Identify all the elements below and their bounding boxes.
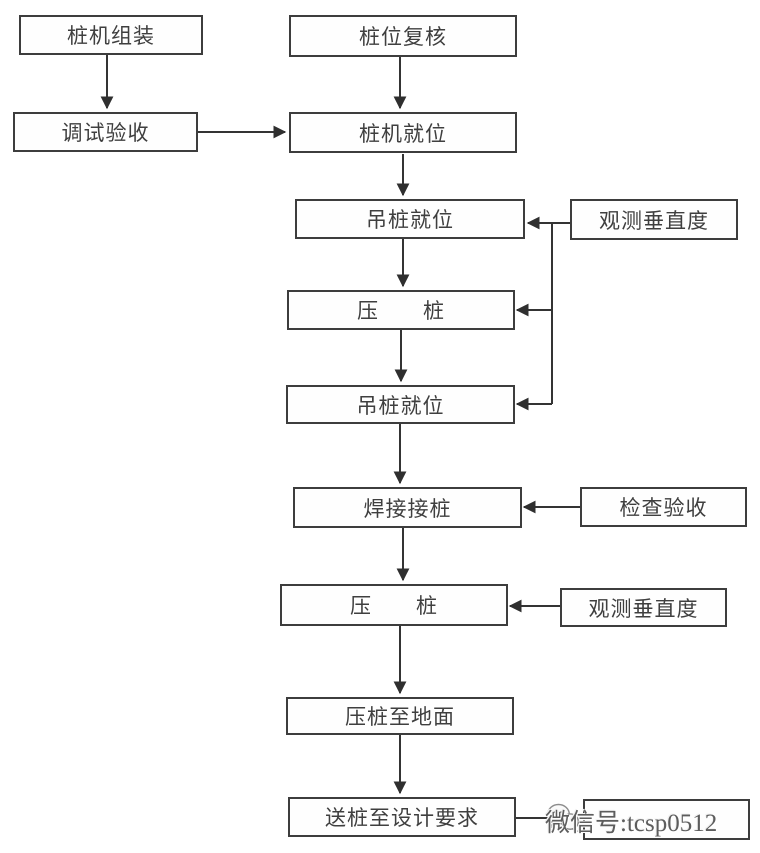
flow-node-press-pile-to-ground: 压桩至地面 <box>286 697 514 735</box>
flow-node-label: 观测垂直度 <box>588 596 699 621</box>
flow-node-label: 观测垂直度 <box>599 208 709 233</box>
flow-node-hoist-pile-in-place-2: 吊桩就位 <box>286 385 515 424</box>
flow-node-label: 压 桩 <box>357 299 445 323</box>
flow-node-pile-machine-assembly: 桩机组装 <box>19 15 203 55</box>
flow-node-label: 桩机组装 <box>67 24 155 48</box>
flow-node-label: 吊桩就位 <box>356 393 445 418</box>
flow-node-label: 桩位复核 <box>359 25 447 49</box>
flow-node-label: 焊接接桩 <box>363 496 452 521</box>
flow-node-label: 压 桩 <box>350 594 438 618</box>
flow-node-label: 压桩至地面 <box>345 705 455 729</box>
flow-node-debug-acceptance: 调试验收 <box>13 112 198 152</box>
flow-node-final-watermarked <box>583 799 750 840</box>
flow-node-hoist-pile-in-place-1: 吊桩就位 <box>295 199 525 239</box>
flow-node-label: 检查验收 <box>619 496 708 520</box>
flow-node-label: 吊桩就位 <box>366 208 454 232</box>
flow-node-pile-position-recheck: 桩位复核 <box>289 15 517 57</box>
flow-node-press-pile-1: 压 桩 <box>287 290 515 330</box>
flow-node-weld-pile-joint: 焊接接桩 <box>293 487 522 528</box>
flow-node-label: 调试验收 <box>61 121 150 145</box>
flow-node-send-pile-to-design-requirement: 送桩至设计要求 <box>288 797 516 837</box>
flow-node-label: 送桩至设计要求 <box>325 806 479 830</box>
flow-node-observe-verticality-2: 观测垂直度 <box>560 588 727 627</box>
flow-node-observe-verticality-1: 观测垂直度 <box>570 199 738 240</box>
flow-node-press-pile-2: 压 桩 <box>280 584 508 626</box>
flow-node-inspection-acceptance: 检查验收 <box>580 487 747 527</box>
flow-node-label: 桩机就位 <box>359 121 447 146</box>
wechat-watermark-text: 微信号:tcsp0512 <box>545 810 718 837</box>
flow-node-pile-machine-in-place: 桩机就位 <box>289 112 517 153</box>
